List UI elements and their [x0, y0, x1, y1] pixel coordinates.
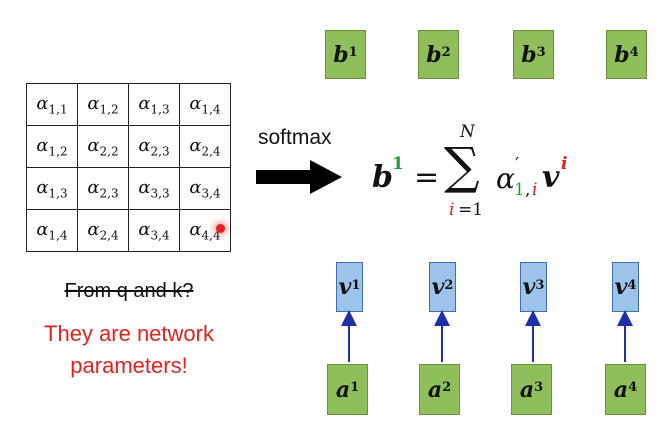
formula-alpha: α	[496, 162, 515, 195]
formula-lhs-base: b	[372, 160, 393, 195]
matrix-cell: α2,4	[77, 209, 129, 252]
matrix-cell: α1,4	[26, 209, 78, 252]
struck-question-text: From q and k?	[64, 280, 194, 302]
output-b4-base: b	[614, 41, 630, 68]
formula-v-sup: i	[561, 154, 568, 174]
value-v3-base: v	[522, 274, 536, 300]
output-b1-sup: 1	[348, 45, 358, 60]
matrix-row: α1,1 α1,2 α1,3 α1,4	[26, 83, 231, 126]
value-v1-base: v	[338, 274, 352, 300]
matrix-row: α1,4 α2,4 α3,4 α4,4	[26, 209, 231, 252]
input-a1-sup: 1	[350, 380, 360, 395]
formula-sum-lower-var: i	[449, 200, 455, 220]
note-line-2: parameters!	[70, 353, 188, 378]
input-a3-sup: 3	[534, 380, 544, 395]
input-a3-base: a	[519, 376, 535, 403]
matrix-cell: α2,4	[179, 125, 231, 168]
formula-lhs-sup: 1	[392, 154, 404, 174]
softmax-arrow-icon	[256, 160, 342, 194]
output-b3-base: b	[521, 41, 537, 68]
output-b2-base: b	[426, 41, 442, 68]
output-b1-base: b	[333, 41, 349, 68]
formula-v-base: v	[542, 160, 560, 195]
matrix-cell: α1,3	[128, 83, 180, 126]
matrix-row: α1,2 α2,2 α2,3 α2,4	[26, 125, 231, 168]
formula-equals: =	[414, 160, 440, 195]
value-v4-base: v	[614, 274, 628, 300]
formula-sum-lower-rest: =1	[458, 200, 484, 220]
value-v3-sup: 3	[535, 277, 545, 293]
formula-sum-upper: N	[460, 122, 475, 142]
formula-sum-symbol: ∑	[444, 137, 480, 195]
input-a4-base: a	[613, 376, 629, 403]
formula-sub-first: 1	[514, 180, 525, 200]
matrix-cell: α4,4	[179, 209, 231, 252]
cursor-dot-icon	[216, 224, 225, 233]
matrix-cell: α1,4	[179, 83, 231, 126]
value-v2-base: v	[431, 274, 445, 300]
input-a2-base: a	[427, 376, 443, 403]
network-parameters-note: They are network parameters!	[18, 318, 240, 382]
input-a4-sup: 4	[628, 380, 638, 395]
formula-sub-second: i	[532, 180, 538, 200]
matrix-row: α1,3 α2,3 α3,3 α3,4	[26, 167, 231, 210]
input-a2-sup: 2	[442, 380, 452, 395]
matrix-cell: α1,2	[26, 125, 78, 168]
matrix-cell: α2,3	[128, 125, 180, 168]
value-v4-sup: 4	[627, 277, 637, 293]
output-b3-sup: 3	[536, 45, 546, 60]
formula-prime: ′	[515, 154, 520, 175]
value-v2-sup: 2	[444, 277, 454, 293]
output-b4-sup: 4	[629, 45, 639, 60]
softmax-label: softmax	[258, 126, 332, 149]
note-line-1: They are network	[44, 321, 214, 346]
matrix-cell: α3,4	[128, 209, 180, 252]
attention-matrix: α1,1 α1,2 α1,3 α1,4 α1,2 α2,2 α2,3 α2,4 …	[26, 83, 231, 252]
formula-sub-comma: ,	[525, 180, 531, 200]
output-b2-sup: 2	[441, 45, 451, 60]
value-v1-sup: 1	[351, 277, 361, 293]
input-a1-base: a	[335, 376, 351, 403]
matrix-cell: α3,4	[179, 167, 231, 210]
